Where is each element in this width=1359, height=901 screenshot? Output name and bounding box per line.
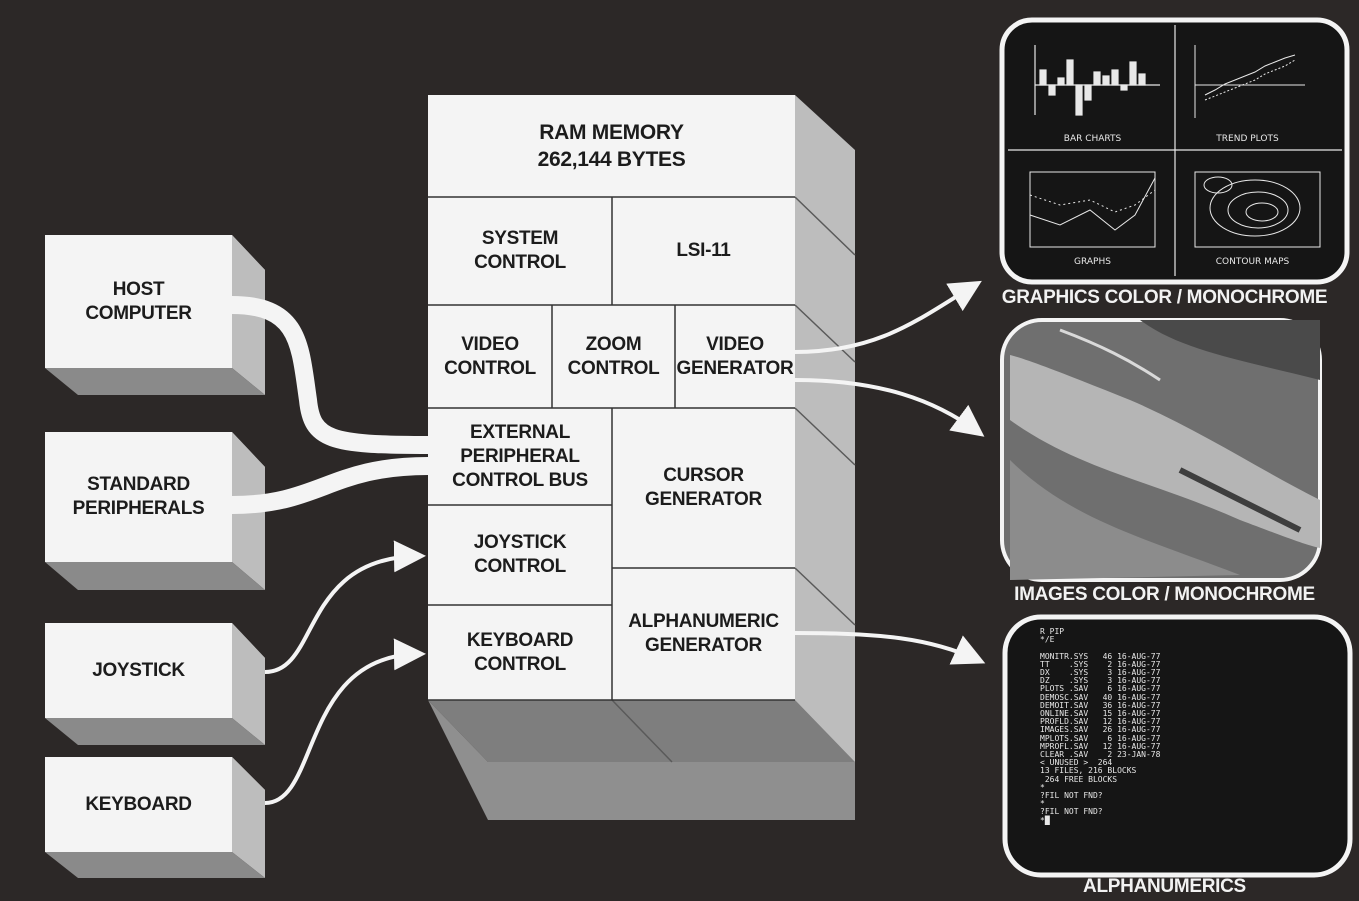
connector-keyboard: [265, 654, 418, 803]
contour-maps-label: CONTOUR MAPS: [1185, 257, 1320, 267]
bar-charts-label: BAR CHARTS: [1030, 134, 1155, 144]
ram-memory-label: RAM MEMORY 262,144 BYTES: [428, 100, 795, 192]
graphs-label: GRAPHS: [1030, 257, 1155, 267]
joystick-label: JOYSTICK: [45, 623, 232, 718]
terminal-line: */E: [1040, 636, 1160, 644]
terminal-line: ?FIL NOT FND?: [1040, 808, 1160, 816]
keyboard-label: KEYBOARD: [45, 757, 232, 852]
video-generator-label: VIDEO GENERATOR: [675, 305, 795, 408]
alphanumeric-generator-label: ALPHANUMERIC GENERATOR: [612, 568, 795, 700]
zoom-control-label: ZOOM CONTROL: [552, 305, 675, 408]
joystick-control-label: JOYSTICK CONTROL: [428, 505, 612, 605]
graphics-monitor: [1002, 20, 1347, 282]
terminal-line: ?FIL NOT FND?: [1040, 792, 1160, 800]
video-control-label: VIDEO CONTROL: [428, 305, 552, 408]
cursor-generator-label: CURSOR GENERATOR: [612, 408, 795, 568]
host-computer-label: HOST COMPUTER: [45, 235, 232, 368]
alphanumerics-caption: ALPHANUMERICS: [1000, 876, 1329, 898]
standard-peripherals-label: STANDARD PERIPHERALS: [45, 432, 232, 562]
keyboard-control-label: KEYBOARD CONTROL: [428, 605, 612, 700]
system-control-label: SYSTEM CONTROL: [428, 197, 612, 305]
lsi11-label: LSI-11: [612, 197, 795, 305]
images-monitor: [1002, 320, 1320, 580]
images-caption: IMAGES COLOR / MONOCHROME: [1000, 584, 1329, 606]
graphics-caption: GRAPHICS COLOR / MONOCHROME: [1000, 287, 1329, 309]
terminal-line: R PIP: [1040, 628, 1160, 636]
terminal-line: 264 FREE BLOCKS: [1040, 776, 1160, 784]
external-bus-label: EXTERNAL PERIPHERAL CONTROL BUS: [428, 408, 612, 505]
trend-plots-label: TREND PLOTS: [1185, 134, 1310, 144]
terminal-line: *█: [1040, 817, 1160, 825]
